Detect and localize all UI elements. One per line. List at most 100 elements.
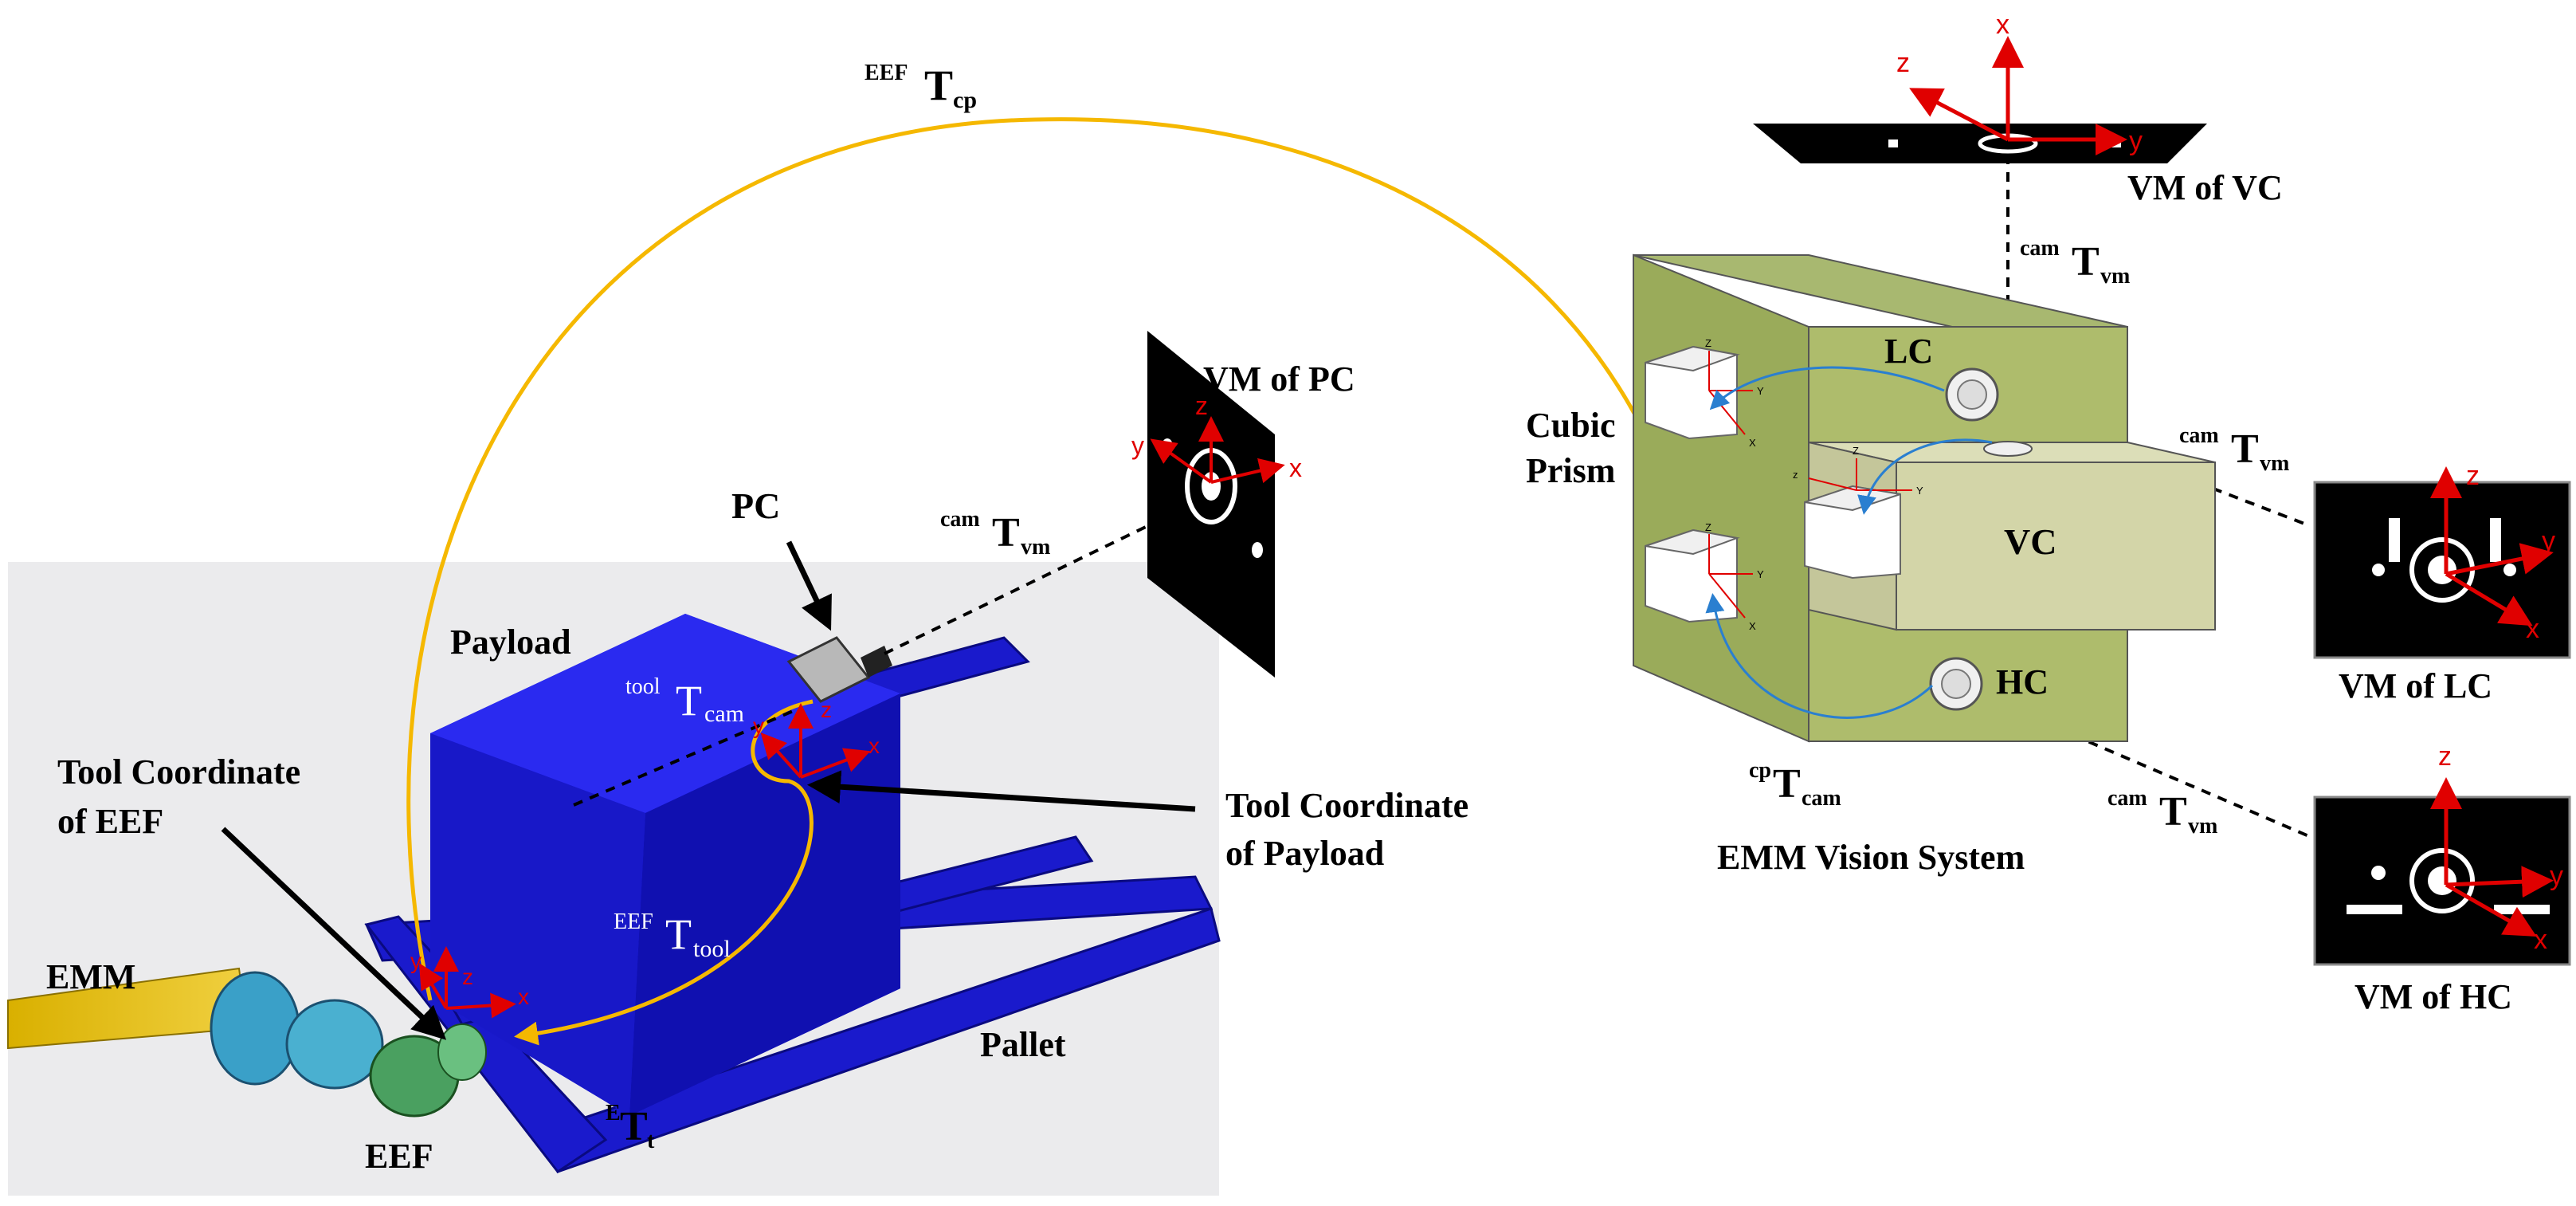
payload-pointer-arrow bbox=[807, 770, 1196, 812]
axis-label-y: y bbox=[2542, 526, 2555, 556]
label-tool-coordinate-eef-2: of EEF bbox=[57, 802, 163, 841]
vm-lc-axes bbox=[2430, 466, 2554, 627]
label-sub: tool bbox=[693, 936, 731, 962]
label-cam-t-vm-hc: cam T vm bbox=[2107, 786, 2217, 839]
axis-label-Y: Y bbox=[1757, 568, 1764, 580]
axis-label-x: x bbox=[1996, 10, 2009, 40]
axis-label-z: z bbox=[2438, 741, 2452, 772]
label-vc: VC bbox=[2004, 521, 2056, 562]
dashed-pc-to-vm bbox=[884, 524, 1148, 655]
label-tool-coordinate-payload-1: Tool Coordinate bbox=[1225, 786, 1468, 825]
label-sup: tool bbox=[625, 674, 661, 699]
label-main: T bbox=[2159, 789, 2187, 835]
label-sub: cam bbox=[704, 701, 744, 727]
label-emm-vision-system: EMM Vision System bbox=[1717, 838, 2025, 877]
eef-t-cp-arc bbox=[406, 117, 1696, 1001]
label-prism: Prism bbox=[1526, 451, 1615, 490]
label-vm-of-pc: VM of PC bbox=[1203, 359, 1355, 399]
axis-label-y: y bbox=[1131, 431, 1144, 460]
vm-vc-axes bbox=[1909, 36, 2127, 155]
label-pallet: Pallet bbox=[980, 1025, 1066, 1064]
label-e-t-t: E T t bbox=[606, 1101, 655, 1153]
label-main: T bbox=[924, 61, 953, 109]
axis-label-Z: Z bbox=[1705, 521, 1711, 533]
vm-hc-axes bbox=[2430, 777, 2554, 937]
label-sub: cam bbox=[1802, 786, 1841, 811]
label-vm-of-vc: VM of VC bbox=[2127, 168, 2283, 207]
axis-label-z: z bbox=[2466, 461, 2480, 491]
axis-label-X: X bbox=[1749, 620, 1756, 632]
label-main: T bbox=[676, 677, 702, 725]
axis-label-y: y bbox=[2129, 126, 2143, 156]
label-eef: EEF bbox=[365, 1137, 433, 1176]
label-cam-t-vm-lc: cam T vm bbox=[2179, 423, 2289, 476]
label-vm-of-hc: VM of HC bbox=[2354, 977, 2512, 1016]
label-sup: cam bbox=[2020, 236, 2060, 261]
label-sup: cam bbox=[2179, 423, 2219, 448]
axis-label-x: x bbox=[868, 733, 880, 758]
label-emm: EMM bbox=[46, 957, 135, 996]
emm-arm bbox=[7, 967, 487, 1118]
eef-tool-axes bbox=[418, 946, 516, 1019]
label-tool-coordinate-eef-1: Tool Coordinate bbox=[57, 752, 300, 792]
label-hc: HC bbox=[1996, 662, 2049, 701]
label-vm-of-lc: VM of LC bbox=[2339, 666, 2492, 705]
pointer-arrows bbox=[221, 540, 1196, 1040]
label-tool-t-cam: tool T cam bbox=[625, 674, 744, 727]
label-main: T bbox=[665, 910, 692, 958]
axis-label-x: x bbox=[2534, 925, 2547, 955]
vm-pc-axes bbox=[1150, 416, 1285, 484]
label-main: T bbox=[2072, 239, 2100, 285]
prism-axis-text: Z Y X Z Y X Z Y z bbox=[1705, 337, 1923, 632]
axis-label-Z: Z bbox=[1853, 445, 1859, 457]
label-lc: LC bbox=[1884, 332, 1933, 371]
label-tool-coordinate-payload-2: of Payload bbox=[1225, 834, 1384, 873]
label-sup: cam bbox=[940, 507, 980, 532]
axis-label-z: z bbox=[1896, 48, 1910, 78]
label-eef-t-tool: EEF T tool bbox=[614, 909, 731, 962]
camera-lenses bbox=[1929, 367, 2033, 711]
label-cp-t-cam: cp T cam bbox=[1749, 758, 1841, 811]
label-sub: t bbox=[647, 1129, 655, 1153]
pc-pointer-arrow bbox=[786, 540, 832, 631]
axis-label-X: X bbox=[1749, 437, 1756, 449]
label-main: T bbox=[2231, 426, 2259, 472]
axis-label-Y: Y bbox=[1757, 385, 1764, 397]
axis-label-z: z bbox=[1793, 469, 1798, 481]
label-eef-t-cp: EEF T cp bbox=[865, 61, 977, 113]
label-cam-t-vm-pc: cam T vm bbox=[940, 507, 1050, 560]
label-sup: EEF bbox=[865, 61, 908, 85]
axis-label-z: z bbox=[821, 697, 832, 722]
vm-hc-marker bbox=[2313, 795, 2571, 966]
label-cubic: Cubic bbox=[1526, 406, 1615, 445]
label-sup: EEF bbox=[614, 909, 653, 934]
cp-t-cam-arrows bbox=[1705, 366, 1993, 719]
axis-label-y: y bbox=[753, 713, 764, 738]
axis-label-x: x bbox=[2526, 614, 2539, 644]
axis-label-z: z bbox=[462, 964, 473, 989]
label-main: T bbox=[1773, 761, 1801, 807]
label-main: T bbox=[620, 1104, 648, 1149]
label-payload: Payload bbox=[450, 623, 571, 662]
dashed-payload-center bbox=[573, 708, 798, 807]
label-sub: vm bbox=[2100, 264, 2130, 289]
label-pc: PC bbox=[731, 485, 780, 526]
label-sub: cp bbox=[953, 87, 977, 113]
label-sub: vm bbox=[2188, 814, 2217, 839]
label-sup: cam bbox=[2107, 786, 2147, 811]
eef-pointer-arrow bbox=[221, 827, 447, 1040]
label-sup: cp bbox=[1749, 758, 1771, 783]
label-sub: vm bbox=[1021, 535, 1050, 560]
axis-label-y: y bbox=[410, 949, 421, 973]
label-sup: E bbox=[606, 1101, 621, 1125]
axis-label-Z: Z bbox=[1705, 337, 1711, 349]
label-sub: vm bbox=[2260, 451, 2289, 476]
label-cam-t-vm-vc: cam T vm bbox=[2020, 236, 2130, 289]
axis-label-y: y bbox=[2550, 861, 2563, 891]
label-main: T bbox=[992, 510, 1020, 556]
axis-label-z: z bbox=[1195, 391, 1208, 420]
axis-label-x: x bbox=[1289, 454, 1302, 482]
axis-label-Y: Y bbox=[1916, 485, 1923, 497]
prism-small-axes bbox=[1708, 351, 1912, 619]
